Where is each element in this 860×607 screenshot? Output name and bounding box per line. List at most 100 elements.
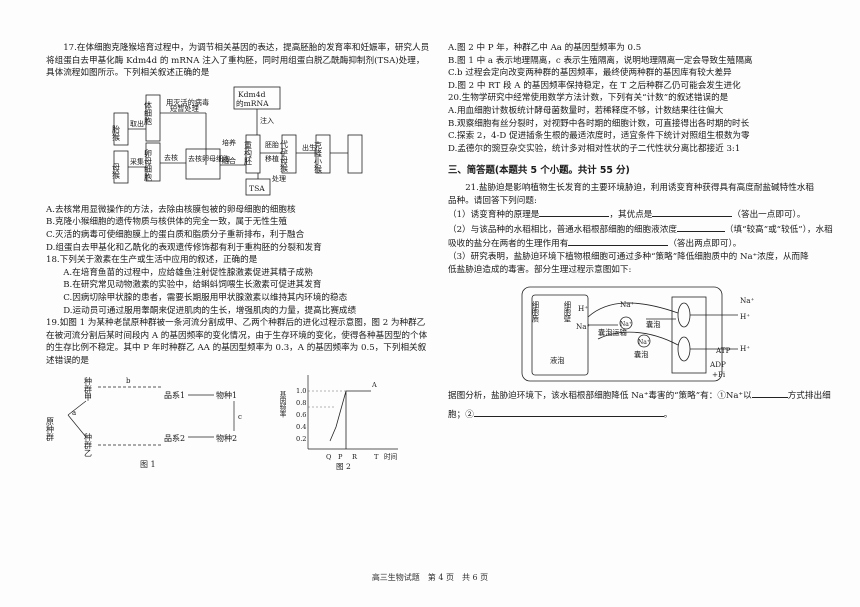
fig1-pop-b: 种群乙 [84,432,93,457]
treat-label: 处理 [272,174,286,183]
kdm4d-label: Kdm4d [238,90,266,99]
question-19-stem: 19.如图 1 为某种老鼠原种群被一条河流分割成甲、乙两个种群后的进化过程示意图… [46,318,428,366]
q21-part-2-b: （填“较高”或“较低”），水稻 [724,224,833,235]
fig2-ytick-2: 0.6 [296,411,307,419]
h-plus-label-2: H⁺ [740,312,750,321]
vesicle-label: 囊泡 [634,350,648,359]
question-20-stem: 20.生物学研究中经常使用数学方法计数，下列有关“计数”的叙述错误的是 [448,93,729,104]
q18-option-a: A.在培育鱼苗的过程中，应给雄鱼注射促性腺激素促进其精子成熟 [63,267,313,278]
fig1-line-1: 品系1 [164,390,185,400]
q21-part-2: （2）与该品种的水稻相比，普通水稻根部细胞的细胞液浓度（填“较高”或“较低”），… [448,222,833,237]
na-label-4: Na⁺ [638,339,650,346]
fig2-ytick-1: 0.8 [296,399,307,407]
fig2-xtick-t: T [374,453,379,461]
fig1-pop-a: 种群甲 [84,376,93,402]
q21-part-1-b: ，其优点是 [609,210,653,221]
q19-option-a: A.图 2 中 P 年，种群乙中 Aa 的基因型频率为 0.5 [448,43,642,53]
clone-monkey-label: 克隆小猴 [314,141,323,174]
question-18-stem: 18.下列关于激素在生产或生活中应用的叙述，正确的是 [46,255,258,266]
fig2-chart: 基因频率 1.0 0.8 0.6 0.4 0.2 Q P R T 时间 A 图 … [278,374,398,471]
fig2-ytick-4: 0.2 [296,435,307,443]
q17-option-a: A.去核常用显微操作的方法，去除由核膜包被的卵母细胞的细胞核 [46,204,296,215]
q21-blank-4[interactable] [568,236,669,247]
q21-cell-svg: 细胞壁 细胞质 液泡 H⁺ Na⁺ Na⁺ Na⁺ Na⁺ 囊泡运输 囊泡 囊泡… [521,286,755,382]
vesicle-label-2: 囊泡 [646,320,660,329]
q20-option-d: D.孟德尔的豌豆杂交实验，统计多对相对性状的子二代性状分离比都接近 3:1 [448,143,741,154]
q21-part-3-cont: 低盐胁迫造成的毒害。部分生理过程示意图如下: [448,264,632,275]
fig1-label-b: b [126,377,131,385]
surrogate-label: 代孕母猴 [280,139,289,173]
na-label-5: Na⁺ [740,296,755,305]
q21-part-1-a: （1）诱变育种的原理是 [448,210,540,221]
q19-options: A.图 2 中 P 年，种群乙中 Aa 的基因型频率为 0.5 B.图 1 中 … [448,42,818,92]
q17-option-c: C.灭活的病毒可使细胞膜上的蛋白质和脂质分子重新排布，利于融合 [46,229,305,240]
fig2-xlabel: 时间 [384,452,398,461]
q21-part-1-c: （答出一点即可）。 [732,210,806,221]
na-label-2: Na⁺ [620,300,635,309]
na-label-1: Na⁺ [576,322,591,331]
section-3-heading: 三、简答题(本题共 5 个小题。共计 55 分) [448,165,630,177]
right-column: A.图 2 中 P 年，种群乙中 Aa 的基因型频率为 0.5 B.图 1 中 … [448,42,833,422]
virus-label-1: 用灭活的病毒 [166,98,209,107]
fig1-species-2: 物种2 [216,433,237,443]
q21-blank-5[interactable] [751,388,788,399]
fig1-original-pop: 原种群 [46,417,55,442]
fig2-ytick-3: 0.4 [296,423,307,431]
fig1-caption: 图 1 [140,460,156,469]
embryo-label: 胚胎 [265,140,279,149]
q21-part-2-d: （答出两点即可）。 [668,239,742,250]
left-column: 17.在体细胞克隆猴培育过程中，为调节相关基因的表达，提高胚胎的发育率和妊娠率，… [46,42,432,474]
q18-option-d: D.运动员可通过服用睾酮来促进肌肉的生长，增强肌肉的力量，提高比赛成绩 [63,305,357,316]
q18-options: A.在培育鱼苗的过程中，应给雄鱼注射促性腺激素促进其精子成熟 B.在研究常见动物… [46,267,432,317]
q21-part-4-a: 据图分析，盐胁迫环境下，该水稻根部细胞降低 Na⁺毒害的“策略”有：①Na⁺以 [448,391,752,402]
q17-option-b: B.克隆小猴细胞的遗传物质与核供体的完全一致，属于无性生殖 [46,217,288,228]
h-plus-label-1: H⁺ [578,304,588,313]
q21-blank-3[interactable] [676,222,725,232]
vesicle-transport-label: 囊泡运输 [598,328,627,337]
fig1-label-a: a [72,409,76,417]
cytoplasm-label: 细胞质 [532,300,541,323]
q21-part-3: （3）研究表明，盐胁迫环境下植物根细胞可通过多种“策略”降低细胞质中的 Na⁺浓… [448,251,809,262]
cell-wall-label: 细胞壁 [564,300,573,322]
q20-option-b: B.观察细胞有丝分裂时，对视野中各时期的细胞计数，可直接得出各时期的时长 [448,118,750,129]
page-footer: 高三生物试题 第 4 页 共 6 页 [371,573,489,582]
transfer-label: 移植 [265,154,279,163]
take-cell-label: 取出 [130,119,144,128]
mother-monkey-label: 母猴 [112,163,121,180]
fig1-line-2: 品系2 [164,433,185,443]
enucleated-oocyte-label: 去核卵母细胞 [188,154,230,163]
oocyte-label: 卵母细胞 [144,148,153,182]
q21-blank-1[interactable] [539,207,610,218]
q21-blank-6[interactable] [473,407,664,417]
q21-part-2-c: 吸收的盐分在两者的生理作用有 [448,239,569,250]
fig2-point-a: A [371,381,377,389]
q20-options: A.用血细胞计数板统计酵母菌数量时，若稀释度不够，计数结果往往偏大 B.观察细胞… [448,105,818,155]
question-21-stem: 21.盐胁迫是影响植物生长发育的主要环境胁迫，利用诱变育种获得具有高度耐盐碱特性… [448,182,815,206]
q19-fig-svg: 原种群 a b c 种群甲 种群乙 品系1 品系2 物种1 物种2 图 1 [46,374,398,471]
q21-part-2-cont: 吸收的盐分在两者的生理作用有 （答出两点即可）。 [448,236,818,251]
body-cell-label: 体细胞 [144,100,153,126]
question-17-stem: 17.在体细胞克隆猴培育过程中，为调节相关基因的表达，提高胚胎的发育率和妊娠率，… [46,43,430,79]
fig2-caption: 图 2 [336,462,351,471]
q17-option-d: D.组蛋白去甲基化和乙酰化的表观遗传修饰都有利于重构胚的分裂和发育 [46,242,322,253]
q20-option-c: C.探索 2，4-D 促进插条生根的最适浓度时，适宜条件下统计对照组生根数为零 [448,131,750,142]
reconstructed-embryo-label: 重构胚 [244,140,253,166]
q19-option-d: D.图 2 中 RT 段 A 的基因频率保持稳定，在 T 之后种群乙仍可能会发生… [448,80,741,91]
q19-option-c: C.b 过程会定向改变两种群的基因频率，最终使两种群的基因库有较大差异 [448,68,732,79]
atp-label: ATP [715,346,731,355]
q21-part-4: 据图分析，盐胁迫环境下，该水稻根部细胞降低 Na⁺毒害的“策略”有：①Na⁺以方… [448,388,831,403]
q21-cell-diagram: 细胞壁 细胞质 液泡 H⁺ Na⁺ Na⁺ Na⁺ Na⁺ 囊泡运输 囊泡 囊泡… [448,279,818,385]
fuse-label: 融合 [222,156,236,165]
q21-part-4-cont: 胞；②。 [448,407,818,422]
q18-option-b: B.在研究常见动物激素的实验中，给蝌蚪饲喂生长激素可促进其发育 [63,280,322,291]
q21-blank-2[interactable] [652,207,733,218]
enucleate-label: 去核 [164,153,178,162]
fig2-xtick-q: Q [326,453,332,461]
q17-flow-diagram: 胎猴 取出 体细胞 用灭活的病毒 短暂处理 Kdm4d 的mRNA 注入 培养 … [46,83,432,201]
fetal-monkey-label: 胎猴 [112,124,121,142]
q19-option-b: B.图 1 中 a 表示地理隔离，c 表示生殖隔离，说明地理隔离一定会导致生殖隔… [448,55,753,66]
born-label: 出生 [302,143,316,152]
q18-option-c: C.因病切除甲状腺的患者，需要长期服用甲状腺激素以维持其内环境的稳态 [63,292,348,303]
fig2-ytick-0: 1.0 [296,387,307,395]
